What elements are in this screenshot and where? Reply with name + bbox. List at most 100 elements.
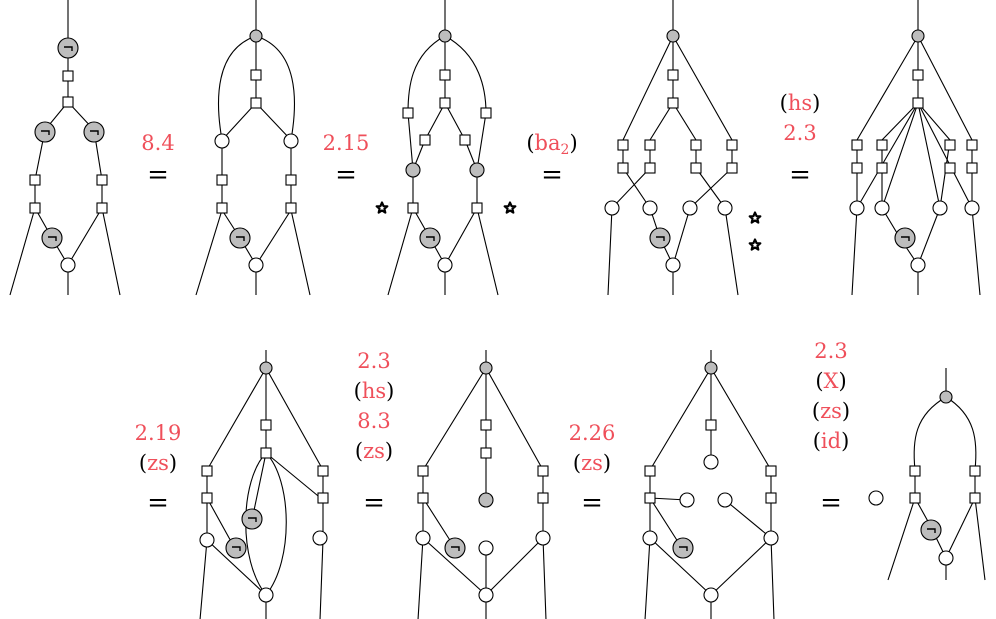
box-node xyxy=(644,492,656,504)
box-node xyxy=(250,69,262,81)
rule-group-5: 2.19 (zs) xyxy=(135,418,182,478)
negation-node xyxy=(444,537,466,559)
white-node xyxy=(665,257,681,273)
box-node xyxy=(29,202,41,214)
white-node xyxy=(938,550,954,566)
white-node xyxy=(717,492,733,508)
equals-sign: = xyxy=(820,488,842,518)
not-symbol-icon xyxy=(679,546,688,551)
negation-node xyxy=(57,37,79,59)
white-node xyxy=(415,530,431,546)
white-node xyxy=(604,200,620,216)
grey-node xyxy=(939,390,953,404)
white-node xyxy=(478,540,494,556)
box-node xyxy=(459,134,471,146)
white-node xyxy=(682,200,698,216)
box-node xyxy=(909,465,921,477)
rule-label: (zs) xyxy=(354,439,394,463)
rule-group-6: 2.3 (hs) 8.3 (zs) xyxy=(354,346,395,466)
box-node xyxy=(765,492,777,504)
grey-node xyxy=(666,29,680,43)
equals-sign: = xyxy=(789,160,811,190)
box-node xyxy=(216,202,228,214)
box-node xyxy=(29,174,41,186)
white-node xyxy=(312,530,328,546)
box-node xyxy=(317,492,329,504)
diagram-2 xyxy=(195,0,311,296)
equals-sign: = xyxy=(363,488,385,518)
negation-node xyxy=(920,519,942,541)
box-node xyxy=(250,97,262,109)
rule-label: (X) xyxy=(815,369,847,393)
rule-label: 2.26 xyxy=(568,421,616,445)
box-node xyxy=(417,492,429,504)
white-node xyxy=(535,530,551,546)
negation-node xyxy=(83,121,105,143)
rule-label: 8.3 xyxy=(357,409,391,433)
white-node xyxy=(199,532,215,548)
white-node xyxy=(60,257,76,273)
white-node xyxy=(703,454,719,470)
white-node-isolated xyxy=(868,490,884,506)
box-node xyxy=(944,139,956,151)
grey-node xyxy=(469,162,485,178)
grey-node xyxy=(249,29,263,43)
rule-label: (zs) xyxy=(138,451,178,475)
not-symbol-icon xyxy=(90,130,99,135)
box-node xyxy=(96,174,108,186)
not-symbol-icon xyxy=(451,546,460,551)
star-marker xyxy=(375,201,389,214)
box-node xyxy=(667,69,679,81)
rule-label: 2.3 xyxy=(357,349,391,373)
grey-node xyxy=(478,492,494,508)
box-node xyxy=(851,139,863,151)
box-node xyxy=(726,162,738,174)
grey-node xyxy=(479,361,493,375)
box-node xyxy=(201,492,213,504)
box-node xyxy=(402,107,414,119)
rule-label-ba2: (ba2) xyxy=(526,131,578,158)
grey-node xyxy=(405,162,421,178)
box-node xyxy=(644,465,656,477)
box-node xyxy=(690,139,702,151)
negation-node xyxy=(894,227,916,249)
box-node xyxy=(419,134,431,146)
diagram-4 xyxy=(604,0,762,296)
box-node xyxy=(617,139,629,151)
white-node xyxy=(932,200,948,216)
white-node xyxy=(478,587,494,603)
box-node xyxy=(480,419,492,431)
star-marker xyxy=(503,201,517,214)
box-node xyxy=(317,465,329,477)
negation-node xyxy=(34,121,56,143)
rule-label: (zs) xyxy=(811,399,851,423)
box-node xyxy=(285,202,297,214)
rule-group-1: 8.4 xyxy=(141,128,174,158)
white-node xyxy=(437,257,453,273)
rule-group-3: (ba2) xyxy=(526,128,577,165)
diagram-6 xyxy=(199,350,329,619)
rule-label: (zs) xyxy=(572,451,612,475)
box-node xyxy=(851,162,863,174)
box-node xyxy=(944,162,956,174)
diagram-8 xyxy=(642,350,779,619)
not-symbol-icon xyxy=(248,517,257,522)
diagram-3 xyxy=(375,0,517,296)
not-symbol-icon xyxy=(901,236,910,241)
box-node xyxy=(216,174,228,186)
not-symbol-icon xyxy=(48,236,57,241)
box-node xyxy=(909,492,921,504)
equals-sign: = xyxy=(581,488,603,518)
box-node xyxy=(690,162,702,174)
box-node xyxy=(876,162,888,174)
equals-sign: = xyxy=(541,160,563,190)
box-node xyxy=(480,447,492,459)
star-marker xyxy=(748,238,762,251)
negation-node xyxy=(241,508,263,530)
equals-sign: = xyxy=(335,160,357,190)
equals-sign: = xyxy=(147,488,169,518)
box-node xyxy=(765,465,777,477)
box-node xyxy=(439,97,451,109)
white-node xyxy=(849,200,865,216)
box-node xyxy=(537,492,549,504)
